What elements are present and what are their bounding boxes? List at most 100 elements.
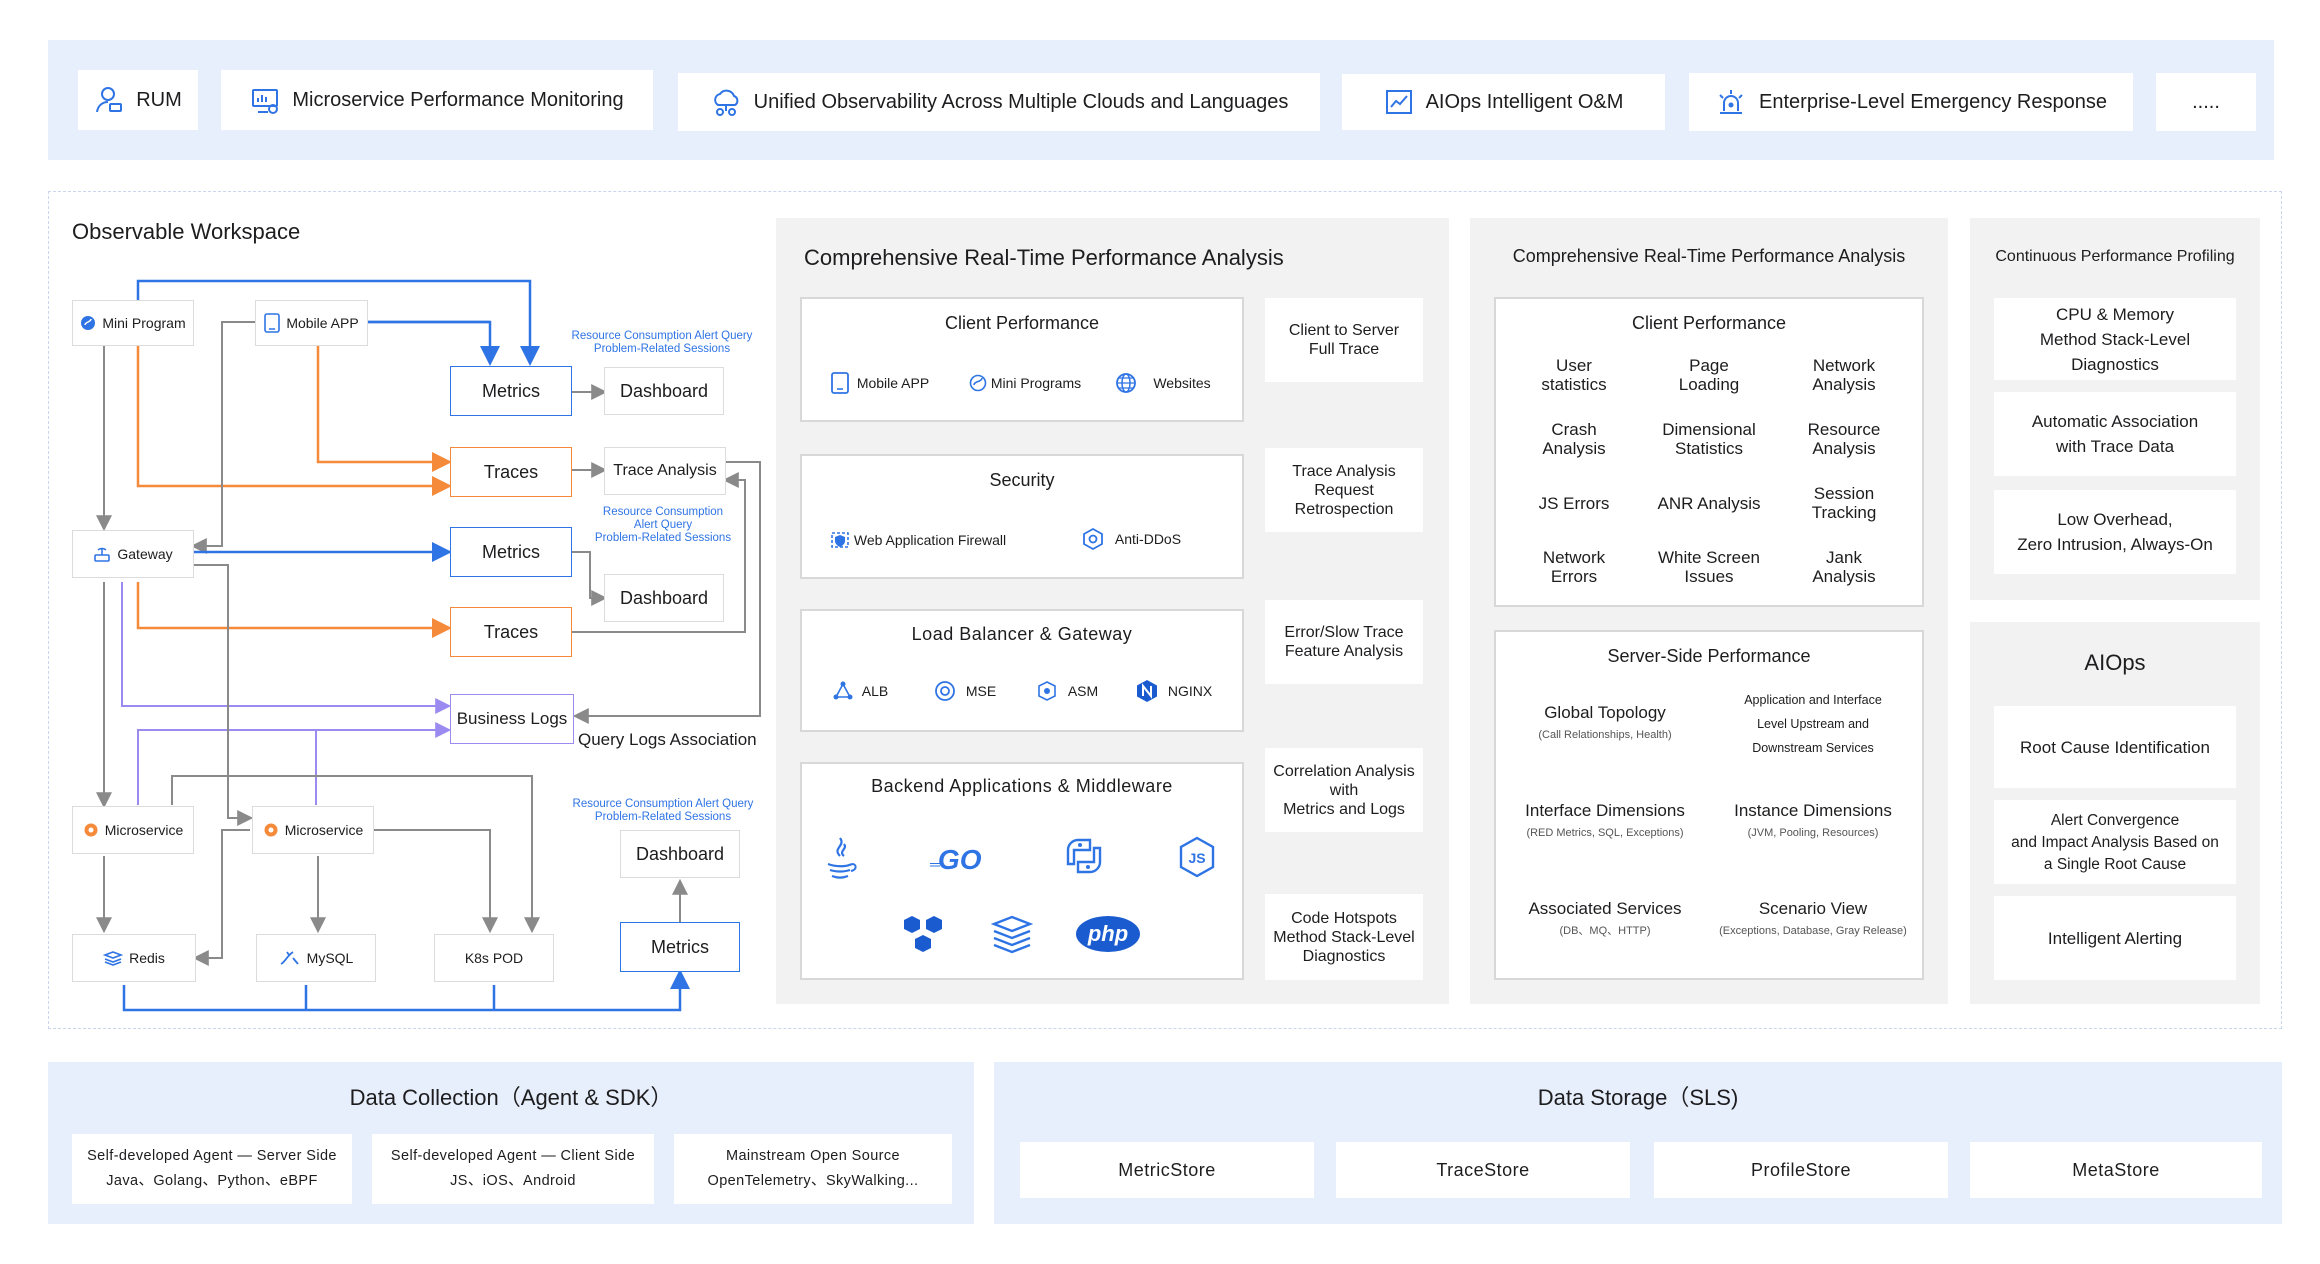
node-microservice-1[interactable]: Microservice: [72, 806, 194, 854]
client-metric-line: Resource: [1807, 420, 1881, 439]
client-performance-grid-title: Client Performance: [1631, 313, 1787, 333]
note-line: Alert Query: [633, 519, 693, 531]
microservice-icon: [263, 822, 279, 838]
node-gateway[interactable]: Gateway: [72, 530, 194, 578]
aiops-item-alert-convergence[interactable]: Alert Convergence and Impact Analysis Ba…: [1994, 800, 2236, 884]
sec-waf[interactable]: Web Application Firewall: [813, 515, 1023, 565]
node-label: Metrics: [482, 380, 540, 401]
redis-icon: [103, 950, 124, 966]
client-metric-cell[interactable]: JS Errors: [1510, 478, 1638, 528]
node-dashboard-3[interactable]: Dashboard: [620, 830, 740, 878]
node-dashboard-2[interactable]: Dashboard: [604, 574, 724, 622]
top-item-unified-observability[interactable]: Unified Observability Across Multiple Cl…: [678, 73, 1320, 131]
server-metric-cell[interactable]: Global Topology(Call Relationships, Heal…: [1510, 682, 1700, 766]
main-region-border: [48, 191, 2282, 1029]
side-item-code-hotspots[interactable]: Code Hotspots Method Stack-Level Diagnos…: [1265, 894, 1423, 980]
node-dashboard-1[interactable]: Dashboard: [604, 367, 724, 415]
nginx-icon: [1136, 679, 1158, 703]
lb-mse[interactable]: MSE: [920, 666, 1010, 716]
collection-item-server-agent[interactable]: Self-developed Agent — Server Side Java、…: [72, 1134, 352, 1204]
server-metric-cell[interactable]: Interface Dimensions(RED Metrics, SQL, E…: [1510, 780, 1700, 864]
client-metric-cell[interactable]: ANR Analysis: [1645, 478, 1773, 528]
node-mini-program[interactable]: Mini Program: [72, 300, 194, 346]
storage-item-profilestore[interactable]: ProfileStore: [1654, 1142, 1948, 1198]
profiling-line: CPU & Memory: [2055, 304, 2175, 324]
node-redis[interactable]: Redis: [72, 934, 196, 982]
lb-nginx[interactable]: NGINX: [1124, 666, 1224, 716]
top-item-rum[interactable]: RUM: [78, 70, 198, 130]
server-metric-cell[interactable]: Associated Services(DB、MQ、HTTP): [1510, 878, 1700, 962]
client-metric-line: Network: [1542, 548, 1606, 567]
sec-label: Web Application Firewall: [853, 532, 1007, 548]
top-item-emergency-response[interactable]: Enterprise-Level Emergency Response: [1689, 73, 2133, 131]
top-item-aiops[interactable]: AIOps Intelligent O&M: [1342, 74, 1665, 130]
python-icon: [1064, 836, 1104, 876]
profiling-item-cpu-memory[interactable]: CPU & Memory Method Stack-Level Diagnost…: [1994, 298, 2236, 380]
aiops-item-intelligent-alerting[interactable]: Intelligent Alerting: [1994, 896, 2236, 980]
lb-alb[interactable]: ALB: [812, 666, 908, 716]
cp-websites[interactable]: Websites: [1100, 358, 1226, 408]
client-metric-line: Loading: [1678, 375, 1740, 394]
side-item-trace-analysis[interactable]: Trace Analysis Request Retrospection: [1265, 448, 1423, 532]
storage-item-tracestore[interactable]: TraceStore: [1336, 1142, 1630, 1198]
node-k8s-pod[interactable]: K8s POD: [434, 934, 554, 982]
side-item-error-slow[interactable]: Error/Slow Trace Feature Analysis: [1265, 600, 1423, 684]
server-metric-cell[interactable]: Scenario View(Exceptions, Database, Gray…: [1718, 878, 1908, 962]
sec-anti-ddos[interactable]: Anti-DDoS: [1036, 513, 1226, 565]
node-metrics-3[interactable]: Metrics: [620, 922, 740, 972]
tablet-icon: [264, 313, 281, 333]
side-line: Client to Server: [1288, 322, 1400, 339]
side-item-full-trace[interactable]: Client to Server Full Trace: [1265, 298, 1423, 382]
node-mobile-app[interactable]: Mobile APP: [255, 300, 368, 346]
node-trace-analysis[interactable]: Trace Analysis: [604, 447, 726, 495]
cp-mini-programs[interactable]: Mini Programs: [957, 358, 1093, 408]
node-metrics-2[interactable]: Metrics: [450, 527, 572, 577]
storage-item-metastore[interactable]: MetaStore: [1970, 1142, 2262, 1198]
node-metrics-1[interactable]: Metrics: [450, 366, 572, 416]
node-traces-2[interactable]: Traces: [450, 607, 572, 657]
node-business-logs[interactable]: Business Logs: [450, 694, 574, 744]
tablet-icon: [830, 372, 849, 394]
server-metric-cell[interactable]: Instance Dimensions(JVM, Pooling, Resour…: [1718, 780, 1908, 864]
user-icon: [94, 85, 124, 115]
node-mysql[interactable]: MySQL: [256, 934, 376, 982]
monitor-chart-icon: [250, 85, 280, 115]
top-item-more[interactable]: .....: [2156, 73, 2256, 131]
collection-item-client-agent[interactable]: Self-developed Agent — Client Side JS、iO…: [372, 1134, 654, 1204]
lb-asm[interactable]: ASM: [1022, 666, 1112, 716]
collection-item-open-source[interactable]: Mainstream Open Source OpenTelemetry、Sky…: [674, 1134, 952, 1204]
router-icon: [93, 545, 111, 563]
client-performance-title: Client Performance: [944, 313, 1100, 333]
side-line: Method Stack-Level: [1273, 928, 1415, 946]
profiling-item-trace-association[interactable]: Automatic Association with Trace Data: [1994, 392, 2236, 476]
asm-icon: [1036, 680, 1058, 702]
cp-mobile-app[interactable]: Mobile APP: [812, 358, 948, 408]
client-metric-line: Session: [1813, 484, 1875, 503]
side-item-correlation[interactable]: Correlation Analysis with Metrics and Lo…: [1265, 748, 1423, 832]
go-speed-lines-icon: ═: [930, 856, 940, 872]
aiops-item-root-cause[interactable]: Root Cause Identification: [1994, 706, 2236, 788]
note-line: Problem-Related Sessions: [594, 811, 732, 823]
stack-layers-icon: [990, 914, 1034, 954]
side-line: Code Hotspots: [1291, 909, 1397, 927]
client-metric-line: Crash: [1551, 420, 1597, 439]
node-label: Metrics: [651, 936, 709, 957]
profiling-item-low-overhead[interactable]: Low Overhead, Zero Intrusion, Always-On: [1994, 490, 2236, 574]
top-item-microservice-monitoring[interactable]: Microservice Performance Monitoring: [221, 70, 653, 130]
storage-item-metricstore[interactable]: MetricStore: [1020, 1142, 1314, 1198]
node-microservice-2[interactable]: Microservice: [252, 806, 374, 854]
globe-icon: [1115, 372, 1137, 394]
server-metric-main: Scenario View: [1758, 899, 1868, 918]
node-traces-1[interactable]: Traces: [450, 447, 572, 497]
